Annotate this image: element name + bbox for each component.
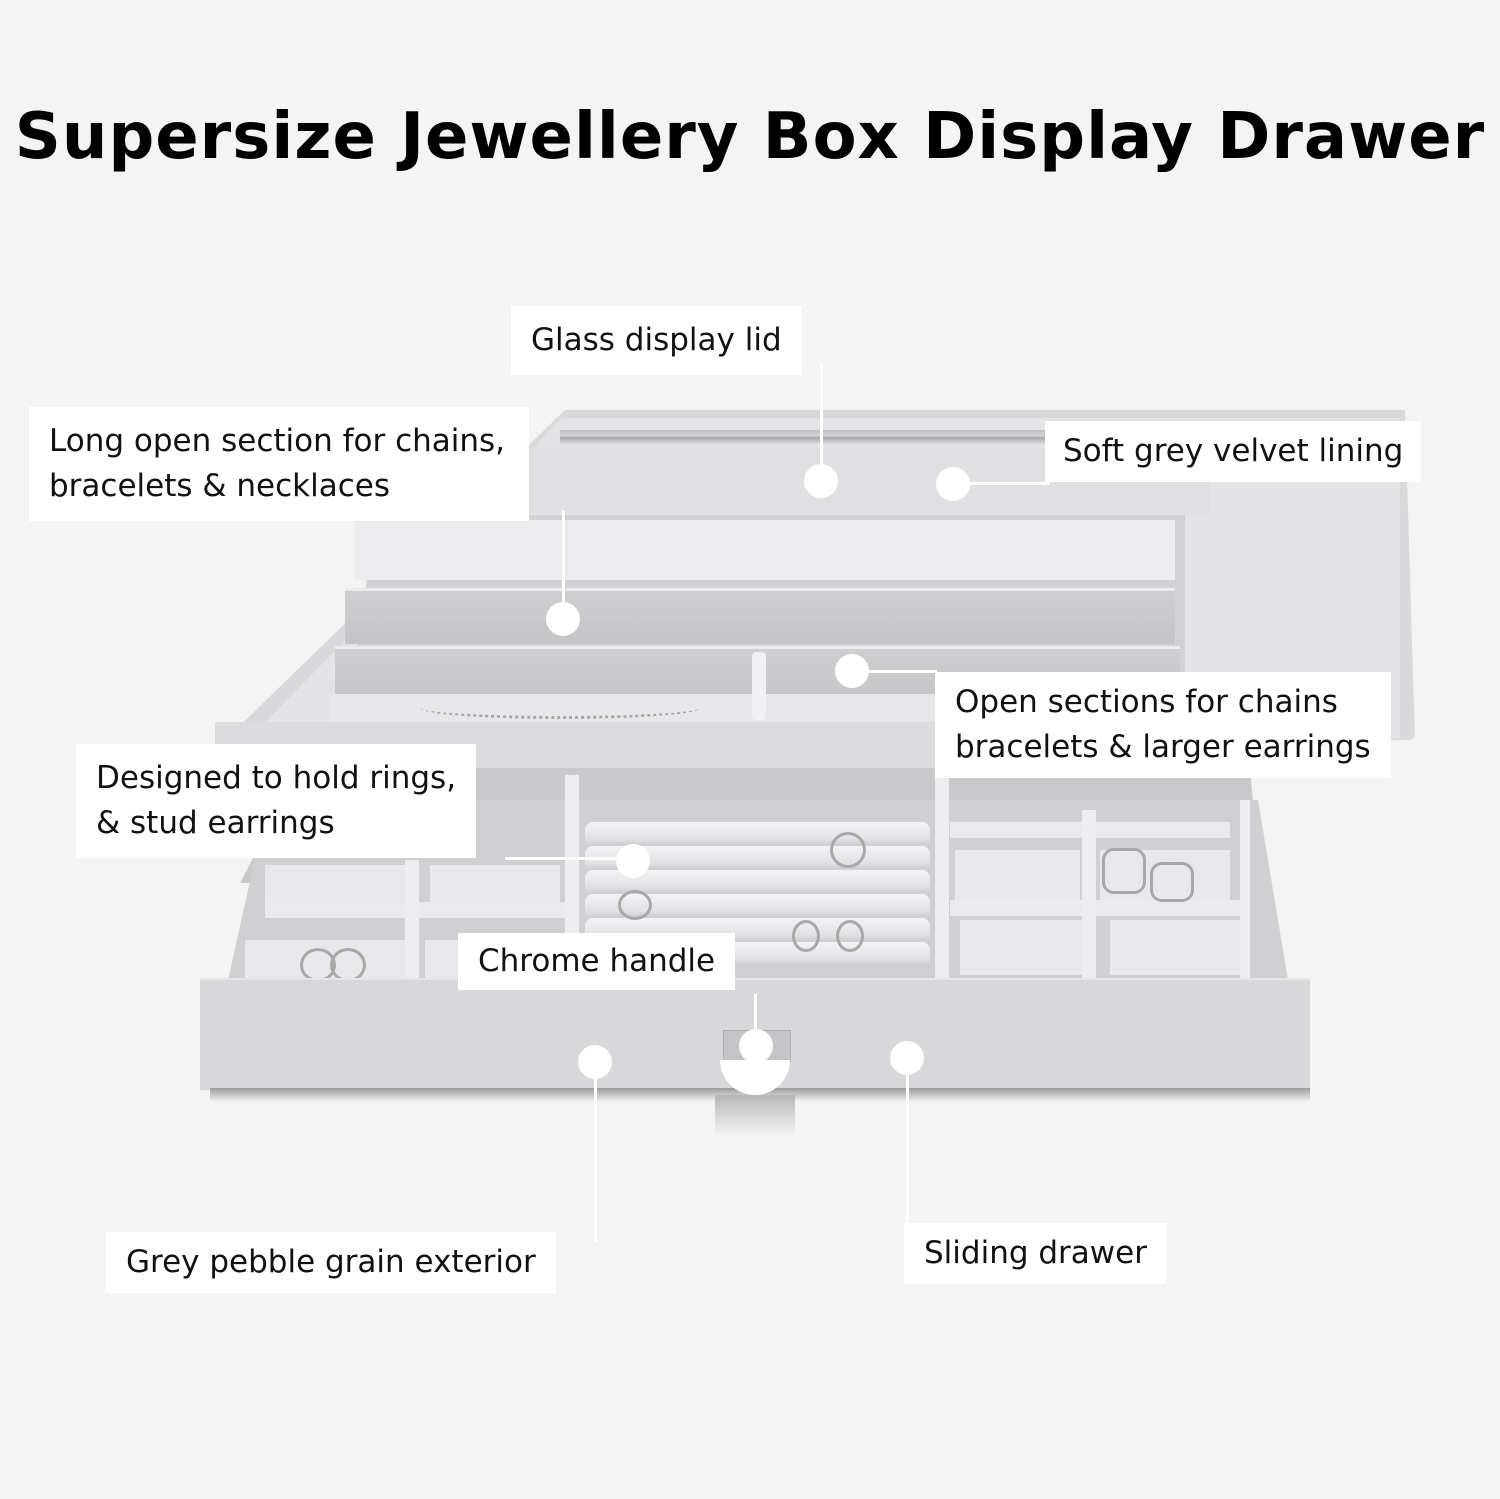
callout-text: Grey pebble grain exterior — [126, 1244, 536, 1280]
dot-icon — [739, 1029, 773, 1063]
drawer-compartment-floor — [955, 850, 1080, 900]
upper-divider — [752, 652, 766, 720]
callout-long-section: Long open section for chains, bracelets … — [29, 407, 530, 521]
callout-text: Soft grey velvet lining — [1063, 433, 1404, 469]
ring-icon — [830, 832, 866, 868]
dot-icon — [804, 464, 838, 498]
leader-line-open-sections — [852, 670, 937, 673]
callout-text: Designed to hold rings, — [96, 760, 457, 796]
drawer-compartment-floor — [1110, 920, 1245, 975]
drawer-divider — [935, 775, 949, 980]
leader-line-pebble-exterior — [594, 1062, 597, 1242]
drawer-divider — [405, 860, 419, 980]
drawer-divider — [1082, 810, 1096, 980]
leader-line-chrome-handle — [754, 994, 757, 1044]
drawer-compartment-floor — [430, 865, 560, 907]
callout-text: Open sections for chains — [955, 684, 1338, 720]
leader-line-rings-studs — [505, 857, 630, 860]
bracelet-chain — [420, 697, 700, 719]
drawer-compartment-floor — [265, 865, 415, 907]
dot-icon — [578, 1045, 612, 1079]
hoop-earring-icon — [1150, 862, 1194, 902]
callout-rings-studs: Designed to hold rings, & stud earrings — [76, 744, 477, 858]
leader-line-glass-lid — [820, 365, 823, 480]
callout-sliding-drawer: Sliding drawer — [904, 1223, 1167, 1284]
ring-icon — [618, 890, 652, 920]
page-title: Supersize Jewellery Box Display Drawer — [14, 100, 1486, 174]
callout-text: Chrome handle — [478, 943, 716, 979]
leader-line-long-section — [562, 510, 565, 618]
handle-shadow — [715, 1095, 795, 1135]
dot-icon — [936, 467, 970, 501]
callout-text: Sliding drawer — [924, 1235, 1147, 1271]
dot-icon — [616, 844, 650, 878]
drawer-side-wall — [1240, 800, 1250, 980]
drawer-divider — [565, 775, 579, 980]
ring-roll — [585, 822, 930, 844]
drawer-row-divider — [950, 900, 1250, 916]
callout-text: bracelets & necklaces — [49, 468, 390, 504]
callout-glass-lid: Glass display lid — [511, 306, 802, 375]
dot-icon — [835, 654, 869, 688]
leader-line-sliding-drawer — [906, 1058, 909, 1228]
ring-icon — [330, 948, 366, 982]
stud-earring-icon — [792, 920, 820, 952]
callout-text: & stud earrings — [96, 805, 335, 841]
callout-pebble-exterior: Grey pebble grain exterior — [106, 1232, 556, 1293]
stud-earring-icon — [836, 920, 864, 952]
hoop-earring-icon — [1102, 848, 1146, 894]
callout-text: Long open section for chains, — [49, 423, 506, 459]
upper-tray-floor — [355, 520, 1175, 580]
dot-icon — [546, 602, 580, 636]
dot-icon — [890, 1041, 924, 1075]
drawer-compartment-floor — [960, 920, 1085, 975]
callout-text: Glass display lid — [531, 322, 782, 358]
ring-roll — [585, 870, 930, 892]
callout-velvet-lining: Soft grey velvet lining — [1045, 421, 1422, 482]
velvet-band-long-section — [345, 588, 1175, 644]
callout-text: bracelets & larger earrings — [955, 729, 1371, 765]
leader-line-velvet-lining — [955, 482, 1050, 485]
ring-roll — [585, 894, 930, 916]
callout-open-sections: Open sections for chains bracelets & lar… — [935, 672, 1391, 778]
callout-chrome-handle: Chrome handle — [458, 933, 736, 990]
